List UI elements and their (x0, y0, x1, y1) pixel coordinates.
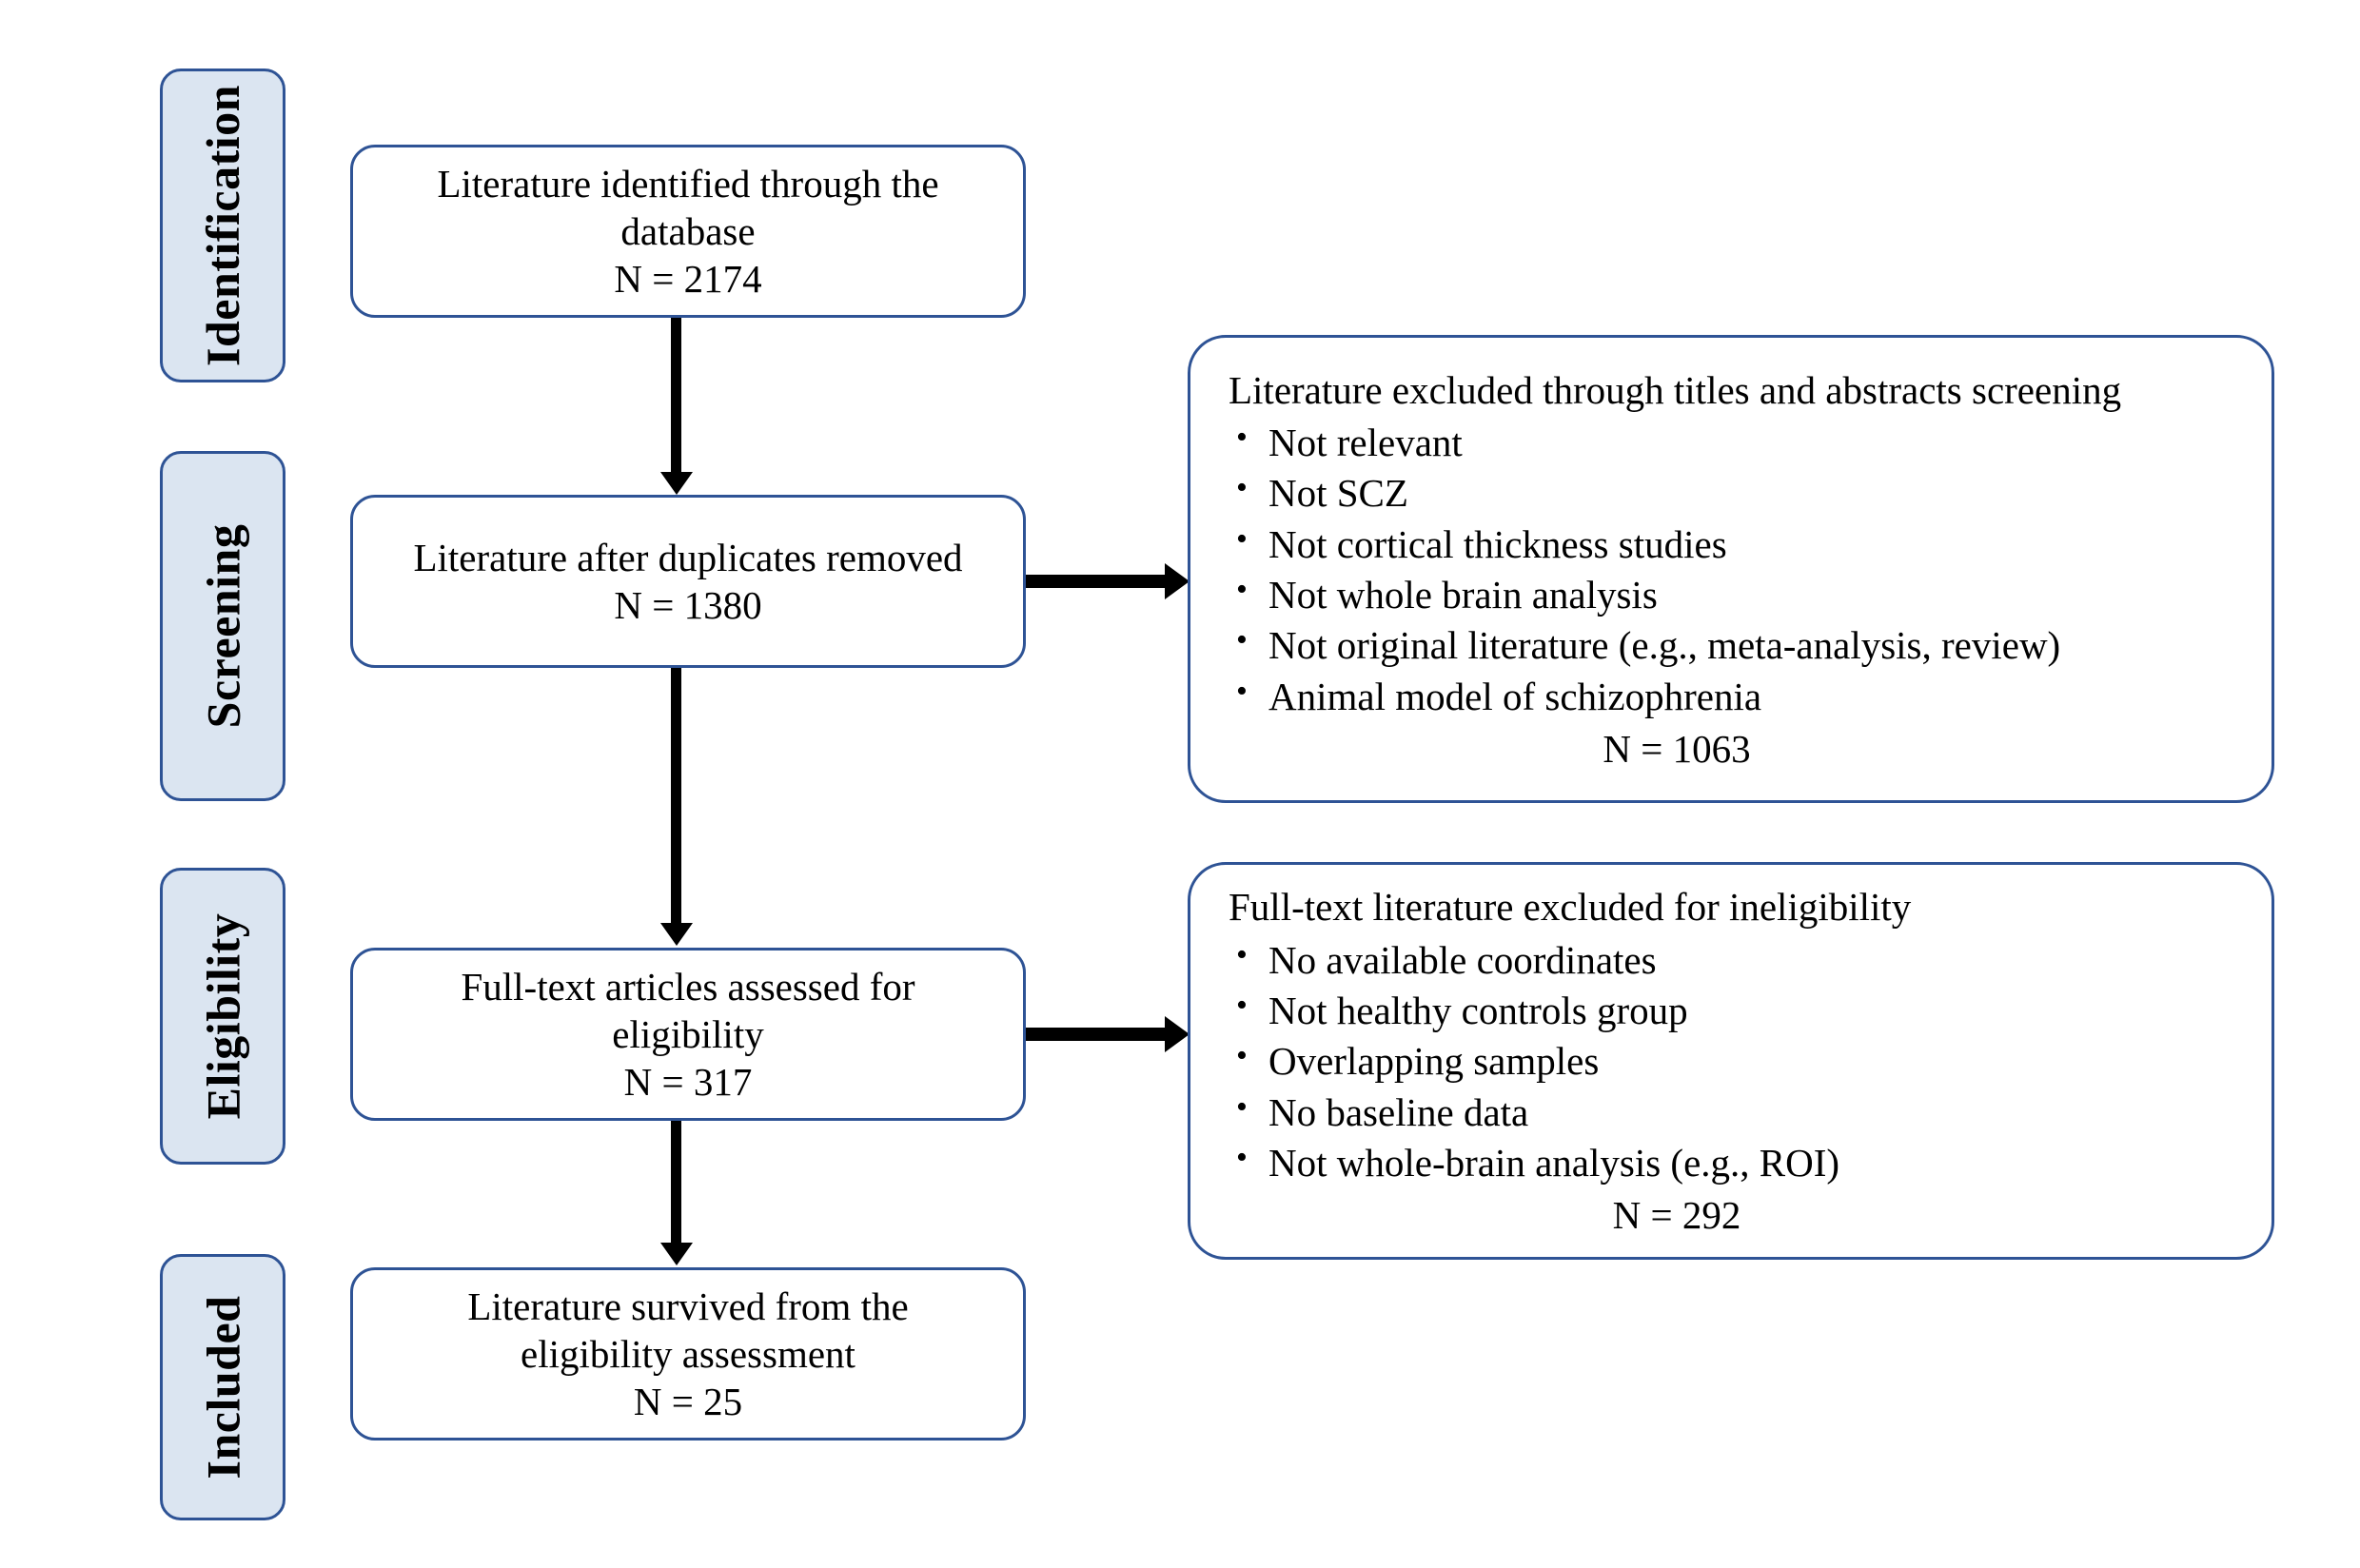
flow-box-literature-included: Literature survived from the eligibility… (350, 1267, 1026, 1441)
exclusion-box-title: Literature excluded through titles and a… (1229, 367, 2122, 412)
flow-box-count: N = 25 (633, 1380, 743, 1423)
flow-box-count: N = 317 (623, 1060, 753, 1104)
exclusion-reason-item: Not whole-brain analysis (e.g., ROI) (1229, 1137, 2239, 1188)
arrow-duplicates-to-screening-excluded (1026, 575, 1167, 588)
stage-box-included: Included (160, 1254, 285, 1520)
exclusion-reason-item: Animal model of schizophrenia (1229, 671, 2239, 722)
flow-box-line: Full-text articles assessed for (461, 964, 915, 1009)
exclusion-box-screening: Literature excluded through titles and a… (1188, 335, 2274, 803)
arrow-identified-to-duplicates (671, 318, 681, 474)
exclusion-reason-list: No available coordinates Not healthy con… (1229, 934, 2239, 1188)
stage-box-eligibility: Eligibility (160, 868, 285, 1165)
flow-box-line: Literature identified through the (437, 161, 939, 206)
stage-box-identification: Identification (160, 69, 285, 382)
exclusion-box-title: Full-text literature excluded for inelig… (1229, 885, 1912, 930)
exclusion-reason-item: Not healthy controls group (1229, 985, 2239, 1036)
stage-label-screening: Screening (196, 523, 249, 729)
stage-label-eligibility: Eligibility (196, 912, 250, 1120)
exclusion-reason-list: Not relevant Not SCZ Not cortical thickn… (1229, 417, 2239, 722)
exclusion-reason-item: Not SCZ (1229, 467, 2239, 519)
stage-label-identification: Identification (196, 85, 249, 366)
exclusion-box-total: N = 292 (1612, 1193, 1741, 1238)
arrow-duplicates-to-full-text (671, 668, 681, 925)
flow-box-line: Literature after duplicates removed (413, 535, 963, 579)
arrow-full-text-to-eligibility-excluded (1026, 1028, 1167, 1041)
arrow-full-text-to-included (671, 1121, 681, 1245)
flow-box-line: eligibility assessment (521, 1331, 856, 1376)
flow-box-count: N = 1380 (614, 583, 762, 627)
flow-box-full-text-assessed: Full-text articles assessed for eligibil… (350, 948, 1026, 1121)
flow-box-line: eligibility (612, 1011, 764, 1056)
stage-box-screening: Screening (160, 451, 285, 801)
exclusion-reason-item: No available coordinates (1229, 934, 2239, 986)
flow-box-after-duplicates-removed: Literature after duplicates removed N = … (350, 495, 1026, 668)
exclusion-reason-item: Overlapping samples (1229, 1035, 2239, 1087)
exclusion-reason-item: No baseline data (1229, 1087, 2239, 1138)
flow-box-count: N = 2174 (614, 257, 762, 301)
flow-box-literature-identified: Literature identified through the databa… (350, 145, 1026, 318)
stage-label-included: Included (196, 1295, 249, 1480)
exclusion-reason-item: Not cortical thickness studies (1229, 519, 2239, 570)
exclusion-reason-item: Not whole brain analysis (1229, 569, 2239, 620)
exclusion-box-total: N = 1063 (1603, 726, 1751, 771)
exclusion-box-eligibility: Full-text literature excluded for inelig… (1188, 862, 2274, 1260)
exclusion-reason-item: Not original literature (e.g., meta-anal… (1229, 619, 2239, 671)
flow-box-line: database (620, 208, 756, 253)
flow-box-line: Literature survived from the (467, 1284, 909, 1328)
exclusion-reason-item: Not relevant (1229, 417, 2239, 468)
